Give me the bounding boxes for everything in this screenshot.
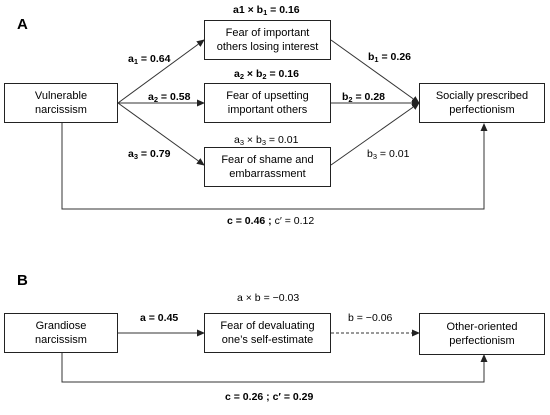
label-a: a = 0.45: [140, 312, 179, 324]
arrow-b1: [330, 39, 420, 104]
label-b1: b1 = 0.26: [368, 51, 411, 64]
label-b3: b3 = 0.01: [367, 148, 410, 161]
fear-devaluating-box: Fear of devaluating one’s self-estimate: [204, 313, 331, 353]
panel-a-letter: A: [17, 16, 28, 33]
box-label: Fear of devaluating one’s self-estimate: [220, 320, 315, 346]
arrow-a3: [117, 102, 205, 166]
label-a2xb2: a2 × b2 = 0.16: [234, 68, 299, 81]
fear-upsetting-box: Fear of upsetting important others: [204, 83, 331, 123]
box-label: Grandiose narcissism: [35, 320, 87, 346]
arrow-c-path-b: [61, 353, 488, 383]
panel-b-letter: B: [17, 272, 28, 289]
arrow-b3: [330, 102, 420, 166]
label-a2: a2 = 0.58: [148, 91, 191, 104]
box-label: Socially prescribed perfectionism: [435, 90, 529, 116]
label-a1xb1: a1 × b1 = 0.16: [233, 4, 300, 17]
vulnerable-narcissism-box: Vulnerable narcissism: [4, 83, 118, 123]
label-b: b = −0.06: [348, 312, 393, 324]
other-oriented-perfectionism-box: Other-oriented perfectionism: [419, 313, 545, 355]
grandiose-narcissism-box: Grandiose narcissism: [4, 313, 118, 353]
label-b2: b2 = 0.28: [342, 91, 385, 104]
arrow-c-path: [61, 123, 488, 210]
label-c-total-direct-b: c = 0.26 ; c′ = 0.29: [225, 391, 314, 403]
box-label: Vulnerable narcissism: [34, 90, 88, 116]
fear-shame-box: Fear of shame and embarrassment: [204, 147, 331, 187]
box-label: Fear of upsetting important others: [226, 90, 309, 116]
box-label: Other-oriented perfectionism: [446, 321, 518, 347]
box-label: Fear of shame and embarrassment: [221, 154, 314, 180]
label-a3: a3 = 0.79: [128, 148, 171, 161]
arrow-a1: [117, 39, 205, 104]
fear-losing-interest-box: Fear of important others losing interest: [204, 20, 331, 60]
label-c-total-direct: c = 0.46 ; c′ = 0.12: [227, 215, 315, 227]
label-a1: a1 = 0.64: [128, 53, 171, 66]
label-a3xb3: a3 × b3 = 0.01: [234, 134, 299, 147]
box-label: Fear of important others losing interest: [216, 27, 319, 53]
label-axb: a × b = −0.03: [237, 292, 300, 304]
socially-prescribed-perfectionism-box: Socially prescribed perfectionism: [419, 83, 545, 123]
